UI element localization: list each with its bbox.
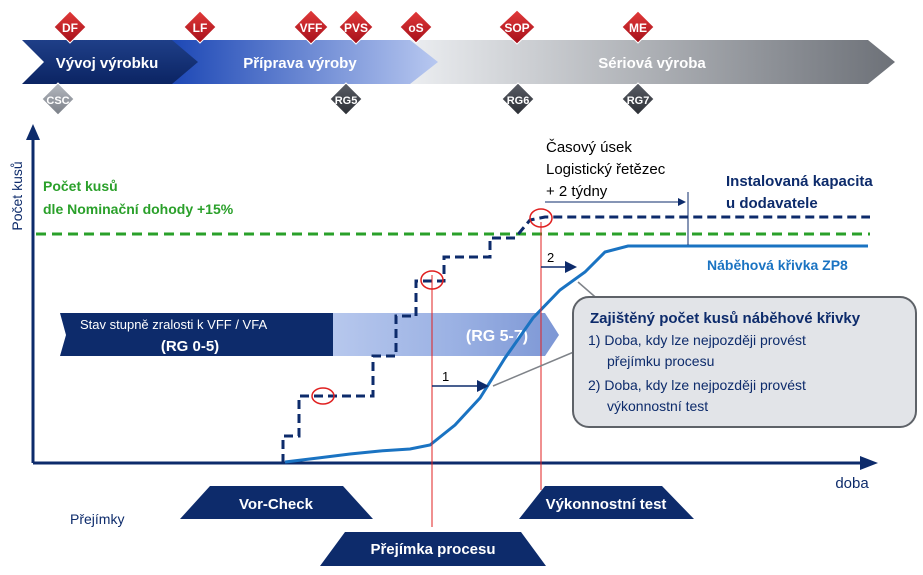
callout-item1-line1: 1) Doba, kdy lze nejpozději provést xyxy=(588,332,806,348)
interval-1-label: 1 xyxy=(442,369,449,384)
capacity-line1: Instalovaná kapacita xyxy=(726,173,873,190)
svg-text:VFF: VFF xyxy=(300,21,323,35)
svg-text:RG7: RG7 xyxy=(627,95,650,107)
milestone-pvs: PVS xyxy=(338,9,374,45)
maturity-band: Stav stupně zralosti k VFF / VFA (RG 0-5… xyxy=(60,313,559,356)
phase-series-label: Sériová výroba xyxy=(598,55,706,72)
maturity-range-right: (RG 5-7) xyxy=(466,328,528,345)
interval-1: 1 xyxy=(432,369,489,392)
callout-item2-line2: výkonnostní test xyxy=(607,398,708,414)
milestone-rg6: RG6 xyxy=(501,82,535,116)
y-axis-arrowhead xyxy=(26,124,40,140)
x-axis-label: doba xyxy=(835,475,869,492)
nomination-level: Počet kusů dle Nominační dohody +15% xyxy=(36,178,870,236)
process-acceptance-label: Přejímka procesu xyxy=(370,541,495,558)
phase-preparation-label: Příprava výroby xyxy=(243,55,357,72)
axes: Počet kusů doba xyxy=(9,124,878,492)
milestone-df: DF xyxy=(53,10,87,44)
logistics-note: Časový úsek Logistický řetězec + 2 týdny xyxy=(546,139,666,200)
maturity-band-dark xyxy=(60,313,333,356)
process-acceptance-shape xyxy=(320,532,546,566)
x-axis-arrowhead xyxy=(860,456,878,470)
svg-text:LF: LF xyxy=(193,21,208,35)
milestones-top: DF LF VFF PVS oS SOP ME xyxy=(53,9,655,45)
phase-development-label: Vývoj výrobku xyxy=(56,55,159,72)
svg-text:CSC: CSC xyxy=(46,95,69,107)
ramp-up-label: Náběhová křivka ZP8 xyxy=(707,257,848,273)
milestone-csc: CSC xyxy=(41,82,75,116)
svg-text:PVS: PVS xyxy=(344,21,368,35)
milestone-sop: SOP xyxy=(498,9,536,45)
interval-2: 2 xyxy=(541,250,577,273)
phase-preparation-arrow xyxy=(170,40,438,84)
logistics-line2: Logistický řetězec xyxy=(546,161,666,178)
svg-text:RG6: RG6 xyxy=(507,95,530,107)
callout-box xyxy=(572,296,917,428)
svg-text:oS: oS xyxy=(408,21,423,35)
maturity-title: Stav stupně zralosti k VFF / VFA xyxy=(80,317,267,332)
nomination-label-line1: Počet kusů xyxy=(43,178,118,194)
nomination-label-line2: dle Nominační dohody +15% xyxy=(43,201,234,217)
ramp-up-curve xyxy=(284,244,868,464)
milestone-rg7: RG7 xyxy=(621,82,655,116)
milestones-bottom: CSC RG5 RG6 RG7 xyxy=(41,82,655,116)
interval-2-label: 2 xyxy=(547,250,554,265)
vor-check-shape xyxy=(180,486,373,519)
y-axis-label: Počet kusů xyxy=(9,161,25,230)
milestone-vff: VFF xyxy=(293,9,329,45)
logistics-line3: + 2 týdny xyxy=(546,183,608,200)
capacity-step-line xyxy=(281,215,870,463)
callout-item2-line1: 2) Doba, kdy lze nejpozději provést xyxy=(588,377,806,393)
svg-text:DF: DF xyxy=(62,21,78,35)
svg-text:ME: ME xyxy=(629,21,647,35)
capacity-note: Instalovaná kapacita u dodavatele xyxy=(726,173,873,212)
performance-test-shape xyxy=(519,486,694,519)
milestone-os: oS xyxy=(399,10,433,44)
milestone-me: ME xyxy=(621,10,655,44)
milestone-lf: LF xyxy=(183,10,217,44)
phase-bar: Vývoj výrobku Příprava výroby Sériová vý… xyxy=(22,40,895,84)
svg-text:SOP: SOP xyxy=(504,21,529,35)
performance-test-label: Výkonnostní test xyxy=(546,496,667,513)
phase-development-arrow xyxy=(22,40,198,84)
acceptance-row-label: Přejímky xyxy=(70,511,124,527)
milestone-rg5: RG5 xyxy=(329,82,363,116)
vor-check-marker xyxy=(311,387,335,405)
performance-test-marker xyxy=(529,208,553,228)
callout: Zajištěný počet kusů náběhové křivky 1) … xyxy=(492,281,917,428)
callout-title: Zajištěný počet kusů náběhové křivky xyxy=(590,310,861,327)
svg-text:RG5: RG5 xyxy=(335,95,358,107)
logistics-line1: Časový úsek xyxy=(546,139,632,156)
capacity-line2: u dodavatele xyxy=(726,195,818,212)
phase-series-arrow xyxy=(400,40,895,84)
vor-check-label: Vor-Check xyxy=(239,496,314,513)
maturity-range-left: (RG 0-5) xyxy=(161,338,219,355)
maturity-band-light xyxy=(300,313,559,356)
callout-item1-line2: přejímku procesu xyxy=(607,353,714,369)
acceptance-row: Přejímky Vor-Check Výkonnostní test Přej… xyxy=(70,486,694,566)
process-acceptance-marker xyxy=(420,270,444,290)
